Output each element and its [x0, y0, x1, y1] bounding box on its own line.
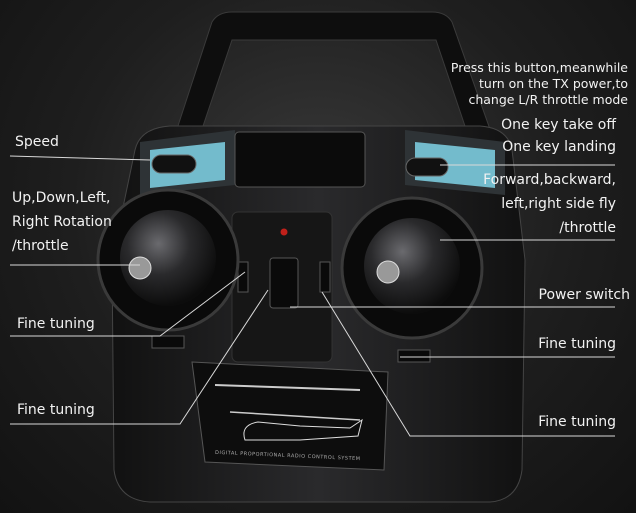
label-fine-tuning-right-top: Fine tuning — [538, 336, 616, 352]
label-rotation-2: Right Rotation — [12, 214, 112, 230]
right-stick — [376, 260, 400, 284]
label-rotation-1: Up,Down,Left, — [12, 190, 111, 206]
label-power-switch: Power switch — [538, 287, 630, 303]
label-mode-1: Press this button,meanwhile — [450, 60, 628, 75]
label-mode-3: change L/R throttle mode — [468, 92, 628, 107]
speed-switch — [151, 154, 197, 174]
display-window — [234, 131, 366, 188]
callout-lines — [9, 155, 615, 437]
power-switch — [269, 257, 299, 309]
label-speed: Speed — [15, 134, 59, 150]
label-rotation-3: /throttle — [12, 238, 69, 254]
label-fine-tuning-left-top: Fine tuning — [17, 316, 95, 332]
label-fine-tuning-left-bottom: Fine tuning — [17, 402, 95, 418]
label-takeoff: One key take off — [501, 117, 616, 133]
label-landing: One key landing — [502, 139, 616, 155]
handle — [174, 11, 493, 136]
label-direction-3: /throttle — [559, 220, 616, 236]
label-mode-2: turn on the TX power,to — [479, 76, 628, 91]
left-stick — [128, 256, 152, 280]
label-fine-tuning-right-bottom: Fine tuning — [538, 414, 616, 430]
takeoff-landing-button — [405, 157, 449, 177]
label-direction-1: Forward,backward, — [483, 172, 616, 188]
power-led — [280, 228, 288, 236]
label-direction-2: left,right side fly — [501, 196, 616, 212]
